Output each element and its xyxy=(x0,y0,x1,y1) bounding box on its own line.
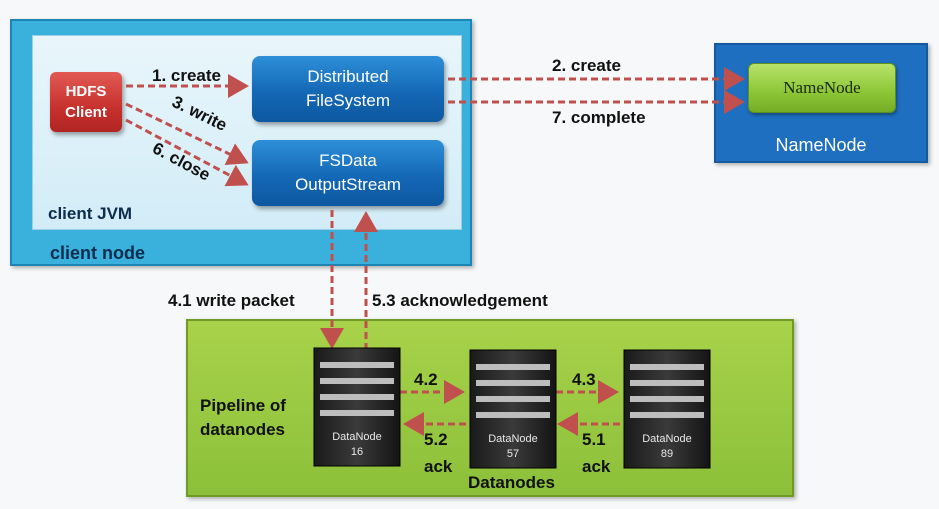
fsdata-line1: FSData xyxy=(319,151,377,170)
client-jvm-label: client JVM xyxy=(48,204,133,223)
namenode-caption: NameNode xyxy=(775,135,867,155)
datanode-id-16: 16 xyxy=(351,446,363,458)
datanode-label-16: DataNode xyxy=(332,431,382,443)
datanode-label-89: DataNode xyxy=(642,433,692,445)
datanodes-caption: Datanodes xyxy=(468,473,555,492)
label-4-2: 4.2 xyxy=(414,370,438,389)
pipeline-title: Pipeline of datanodes xyxy=(200,394,286,442)
datanode-id-89: 89 xyxy=(661,448,673,460)
label-5-1: 5.1 xyxy=(582,430,606,449)
label-7-complete: 7. complete xyxy=(552,108,646,127)
label-1-create: 1. create xyxy=(152,66,221,85)
label-5-2-ack: ack xyxy=(424,457,453,476)
fsdata-outputstream-node[interactable]: FSData OutputStream xyxy=(252,140,444,206)
client-node-label: client node xyxy=(50,243,146,263)
pipeline-title-line2: datanodes xyxy=(200,420,286,439)
hdfs-client-line1: HDFS xyxy=(65,83,107,100)
distributed-fs-line1: Distributed xyxy=(307,67,389,86)
label-5-2: 5.2 xyxy=(424,430,448,449)
label-5-1-ack: ack xyxy=(582,457,611,476)
datanode-server-89 xyxy=(623,349,711,469)
fsdata-line2: OutputStream xyxy=(295,175,401,194)
datanode-id-57: 57 xyxy=(507,448,519,460)
distributed-fs-line2: FileSystem xyxy=(305,91,391,110)
hdfs-client-node[interactable]: HDFS Client xyxy=(50,72,122,132)
pipeline-title-line1: Pipeline of xyxy=(200,396,286,415)
namenode-node[interactable]: NameNode xyxy=(748,63,896,113)
hdfs-client-line2: Client xyxy=(65,104,107,121)
label-2-create: 2. create xyxy=(552,56,621,75)
distributed-filesystem-node[interactable]: Distributed FileSystem xyxy=(252,56,444,122)
datanode-server-57 xyxy=(469,349,557,469)
label-4-3: 4.3 xyxy=(572,370,596,389)
label-5-3-acknowledgement: 5.3 acknowledgement xyxy=(372,291,548,310)
arrow-6-close xyxy=(125,118,249,187)
label-4-1-write-packet: 4.1 write packet xyxy=(168,291,295,310)
datanode-server-16 xyxy=(313,347,401,467)
arrow-3-write xyxy=(125,102,249,165)
datanode-label-57: DataNode xyxy=(488,433,538,445)
